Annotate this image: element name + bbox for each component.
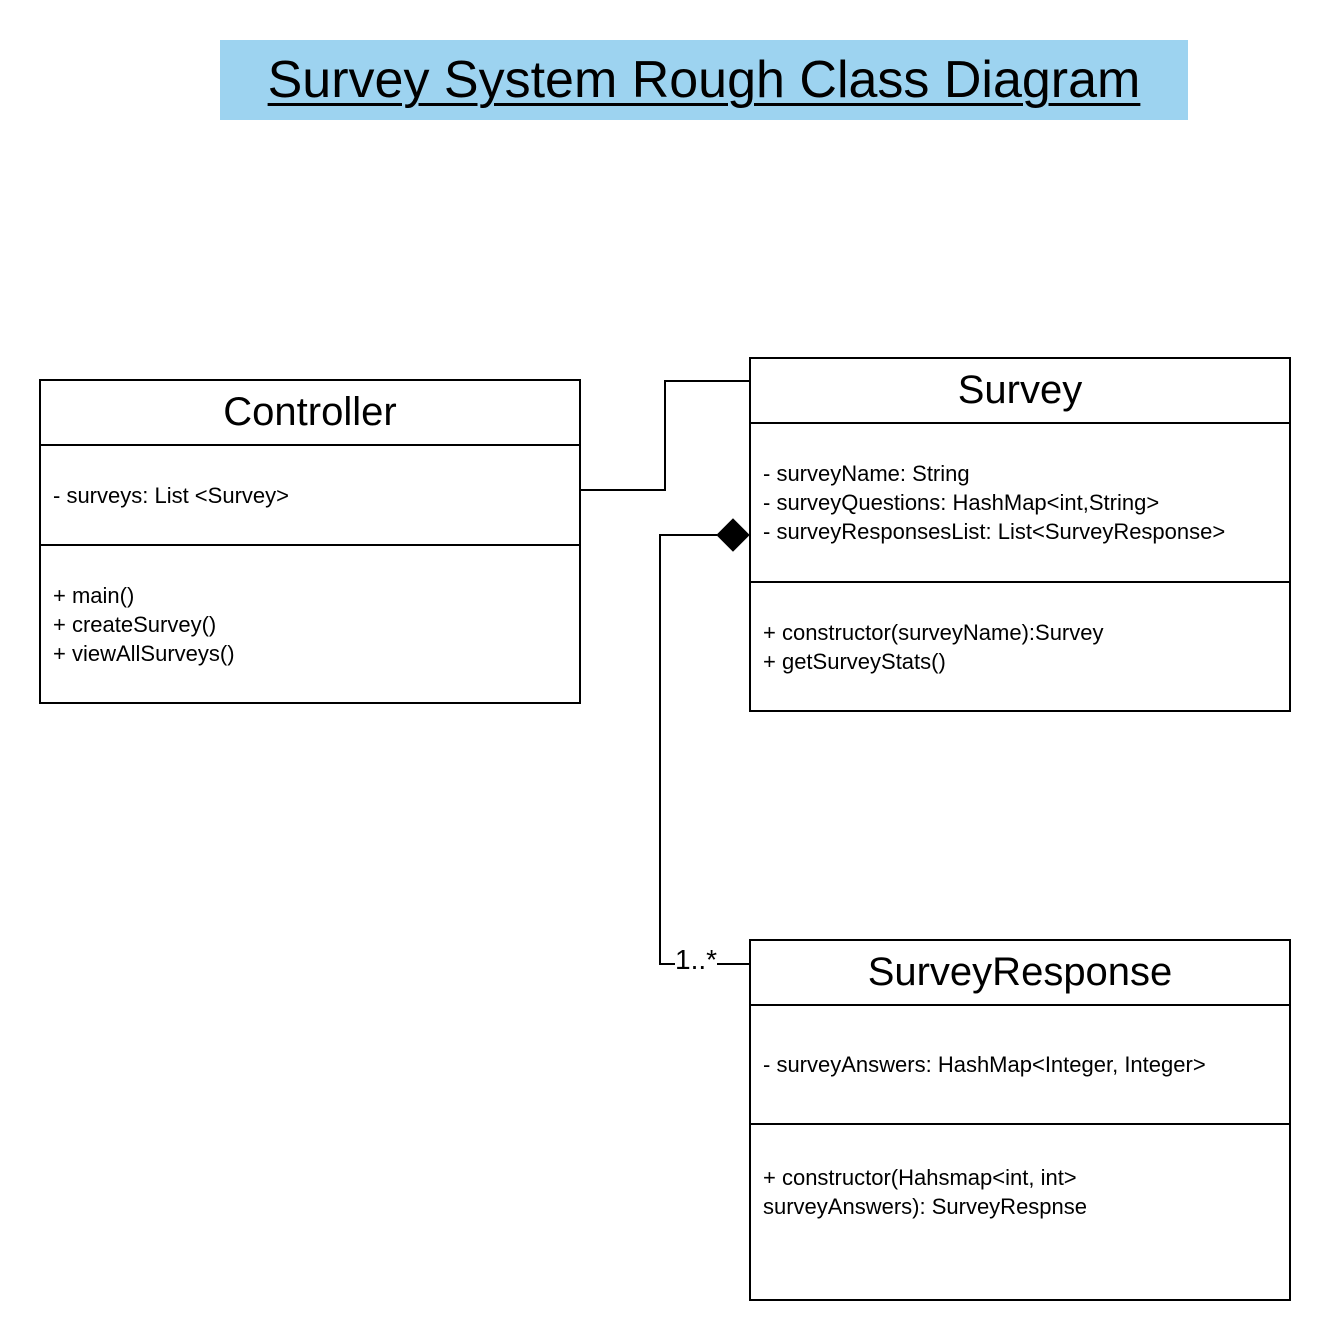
diagram-title-banner: Survey System Rough Class Diagram — [220, 40, 1188, 120]
attributes-section-survey: - surveyName: String - surveyQuestions: … — [751, 424, 1289, 583]
attributes-section-surveyresponse: - surveyAnswers: HashMap<Integer, Intege… — [751, 1006, 1289, 1125]
attribute-item: - surveys: List <Survey> — [53, 482, 289, 508]
operations-section-survey: + constructor(surveyName):Survey + getSu… — [751, 583, 1289, 710]
diagram-title: Survey System Rough Class Diagram — [267, 51, 1141, 109]
operation-item: + getSurveyStats() — [763, 648, 946, 674]
attribute-item: - surveyAnswers: HashMap<Integer, Intege… — [763, 1052, 1206, 1077]
operation-item: + constructor(Hahsmap<int, int> — [763, 1165, 1077, 1190]
attributes-section-controller: - surveys: List <Survey> — [41, 446, 579, 546]
multiplicity-label: 1..* — [675, 943, 718, 977]
association-controller-survey-line — [581, 380, 749, 491]
operation-item: surveyAnswers): SurveyRespnse — [763, 1194, 1088, 1219]
operations-section-controller: + main() + createSurvey() + viewAllSurve… — [41, 546, 579, 702]
class-box-survey[interactable]: Survey - surveyName: String - surveyQues… — [749, 357, 1291, 712]
class-name-controller: Controller — [41, 381, 579, 446]
attribute-item: - surveyName: String — [763, 461, 970, 486]
composition-survey-surveyresponse-line — [659, 534, 749, 965]
attribute-item: - surveyQuestions: HashMap<int,String> — [763, 490, 1160, 515]
composition-diamond-icon — [716, 518, 750, 552]
attribute-item: - surveyResponsesList: List<SurveyRespon… — [763, 519, 1226, 544]
operations-section-surveyresponse: + constructor(Hahsmap<int, int> surveyAn… — [751, 1125, 1289, 1299]
class-box-controller[interactable]: Controller - surveys: List <Survey> + ma… — [39, 379, 581, 704]
class-box-surveyresponse[interactable]: SurveyResponse - surveyAnswers: HashMap<… — [749, 939, 1291, 1301]
class-name-surveyresponse: SurveyResponse — [751, 941, 1289, 1006]
operation-item: + constructor(surveyName):Survey — [763, 619, 1104, 645]
operation-item: + createSurvey() — [53, 611, 217, 637]
operation-item: + viewAllSurveys() — [53, 640, 235, 666]
class-name-survey: Survey — [751, 359, 1289, 424]
operation-item: + main() — [53, 582, 135, 608]
